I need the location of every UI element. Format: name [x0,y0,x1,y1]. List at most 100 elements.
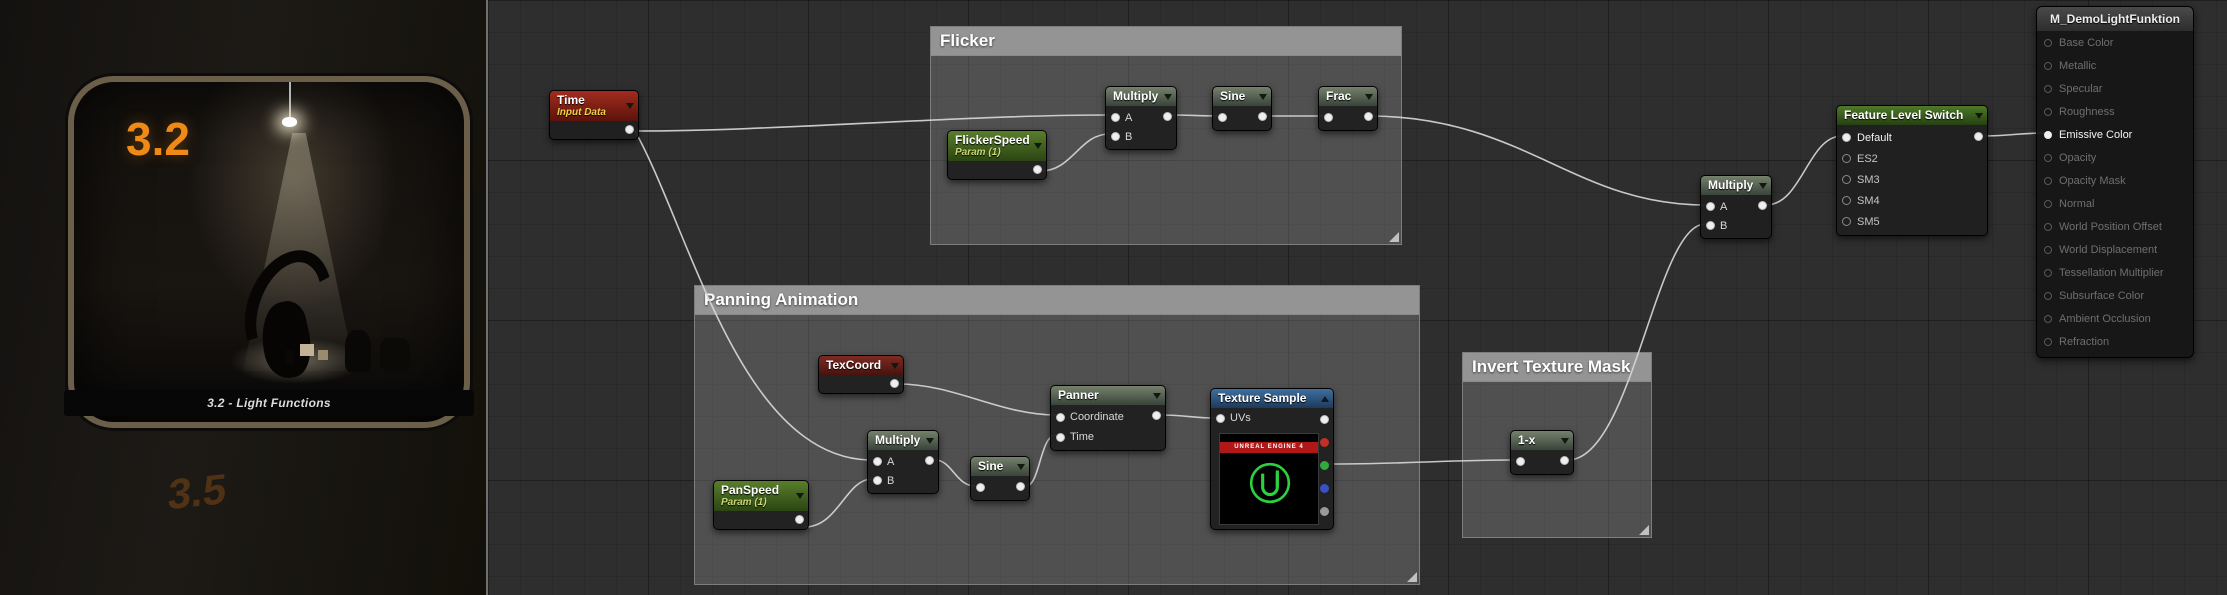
node-subtitle: Param (1) [721,497,767,509]
pin-tessellation-multiplier[interactable] [2044,268,2052,277]
node-header: Panner [1051,386,1165,406]
chevron-down-icon [1561,437,1569,444]
pin-output[interactable] [1033,165,1042,175]
pin-label: Ambient Occlusion [2059,312,2151,325]
pin-input-b[interactable] [1706,221,1715,231]
node-flickerspeed[interactable]: FlickerSpeed Param (1) [947,130,1047,181]
pin-input-es2[interactable] [1842,154,1851,164]
pin-input[interactable] [976,483,985,493]
small-cube-prop [300,344,314,356]
pin-input[interactable] [1218,113,1227,123]
pin-opacity[interactable] [2044,153,2052,162]
chevron-down-icon [1153,392,1161,399]
pin-output-a[interactable] [1320,507,1329,516]
pin-input-b[interactable] [1111,132,1120,142]
pin-output-b[interactable] [1320,484,1329,493]
node-panner[interactable]: Panner Coordinate Time [1050,385,1166,452]
pin-input-a[interactable] [873,457,882,467]
node-sine-flicker[interactable]: Sine [1212,86,1272,132]
node-header: Multiply [1701,176,1771,196]
node-title: TexCoord [826,358,882,372]
pin-label: A [887,455,895,468]
node-sine-panning[interactable]: Sine [970,456,1030,502]
pin-ambient-occlusion[interactable] [2044,314,2052,323]
pin-refraction[interactable] [2044,337,2052,346]
node-subtitle: Param (1) [955,147,1001,159]
chevron-down-icon [1975,112,1983,119]
pin-input[interactable] [1516,457,1525,467]
node-texcoord[interactable]: TexCoord [818,355,904,395]
figure-silhouette [345,330,371,372]
pin-input-a[interactable] [1111,113,1120,123]
pin-emissive-color[interactable] [2044,130,2052,139]
pin-output[interactable] [1258,112,1267,122]
resize-handle[interactable] [1389,232,1399,242]
pin-metallic[interactable] [2044,61,2052,70]
node-title: Frac [1326,89,1352,103]
node-header: Frac [1319,87,1377,107]
chevron-down-icon [1034,143,1042,150]
pin-base-color[interactable] [2044,38,2052,47]
pin-world-position-offset[interactable] [2044,222,2052,231]
pin-label: ES2 [1857,152,1878,165]
pin-output-rgb[interactable] [1320,415,1329,424]
pin-input[interactable] [1324,113,1333,123]
node-multiply-flicker[interactable]: Multiply A B [1105,86,1177,151]
node-feature-level-switch[interactable]: Feature Level Switch Default ES2 SM3 SM4… [1836,105,1988,237]
node-multiply-panning[interactable]: Multiply A B [867,430,939,495]
resize-handle[interactable] [1407,572,1417,582]
pin-input-time[interactable] [1056,432,1065,442]
figure-silhouette [380,338,410,372]
pin-label: Emissive Color [2059,128,2133,141]
pin-input-default[interactable] [1842,133,1851,143]
panel-splitter[interactable] [486,0,488,595]
pin-output[interactable] [890,379,899,389]
comment-header[interactable]: Invert Texture Mask [1463,353,1651,382]
pin-input-sm4[interactable] [1842,196,1851,206]
pin-label: Default [1857,131,1892,144]
pin-label: Opacity [2059,151,2097,164]
pin-specular[interactable] [2044,84,2052,93]
node-header: Feature Level Switch [1837,106,1987,126]
pin-opacity-mask[interactable] [2044,176,2052,185]
3d-preview-viewport[interactable]: 3.2 3.2 - Light Functions 3.5 [0,0,487,595]
chevron-down-icon [1759,182,1767,189]
node-panspeed[interactable]: PanSpeed Param (1) [713,480,809,531]
pin-input-sm3[interactable] [1842,175,1851,185]
node-multiply-output[interactable]: Multiply A B [1700,175,1772,240]
pin-input-sm5[interactable] [1842,217,1851,227]
node-material-result[interactable]: M_DemoLightFunktion Base Color Metallic … [2036,6,2194,358]
node-texture-sample[interactable]: Texture Sample UVs UNREAL ENGINE 4 [1210,388,1334,530]
pin-output[interactable] [925,456,934,466]
comment-header[interactable]: Flicker [931,27,1401,56]
node-title: Multiply [875,433,921,447]
pin-world-displacement[interactable] [2044,245,2052,254]
pin-input-b[interactable] [873,476,882,486]
pin-normal[interactable] [2044,199,2052,208]
pin-output[interactable] [1016,482,1025,492]
node-title: Feature Level Switch [1844,108,1964,122]
pin-roughness[interactable] [2044,107,2052,116]
pin-subsurface-color[interactable] [2044,291,2052,300]
pin-input-coordinate[interactable] [1056,412,1065,422]
pin-input-a[interactable] [1706,202,1715,212]
pin-output-r[interactable] [1320,438,1329,447]
exhibit-number: 3.2 [126,113,190,165]
pin-output[interactable] [625,125,634,135]
pin-output[interactable] [1364,112,1373,122]
pin-output-g[interactable] [1320,461,1329,470]
chevron-down-icon [1259,93,1267,100]
pin-output[interactable] [795,515,804,525]
pin-input-uvs[interactable] [1216,413,1225,423]
node-header: Sine [971,457,1029,477]
unreal-logo-icon [1249,462,1291,504]
comment-header[interactable]: Panning Animation [695,286,1419,315]
pin-label: A [1720,200,1728,213]
node-frac[interactable]: Frac [1318,86,1378,132]
node-time[interactable]: Time Input Data [549,90,639,141]
node-title: Multiply [1113,89,1159,103]
pin-label: B [887,474,895,487]
node-one-minus-x[interactable]: 1-x [1510,430,1574,476]
resize-handle[interactable] [1639,525,1649,535]
chevron-down-icon [1365,93,1373,100]
